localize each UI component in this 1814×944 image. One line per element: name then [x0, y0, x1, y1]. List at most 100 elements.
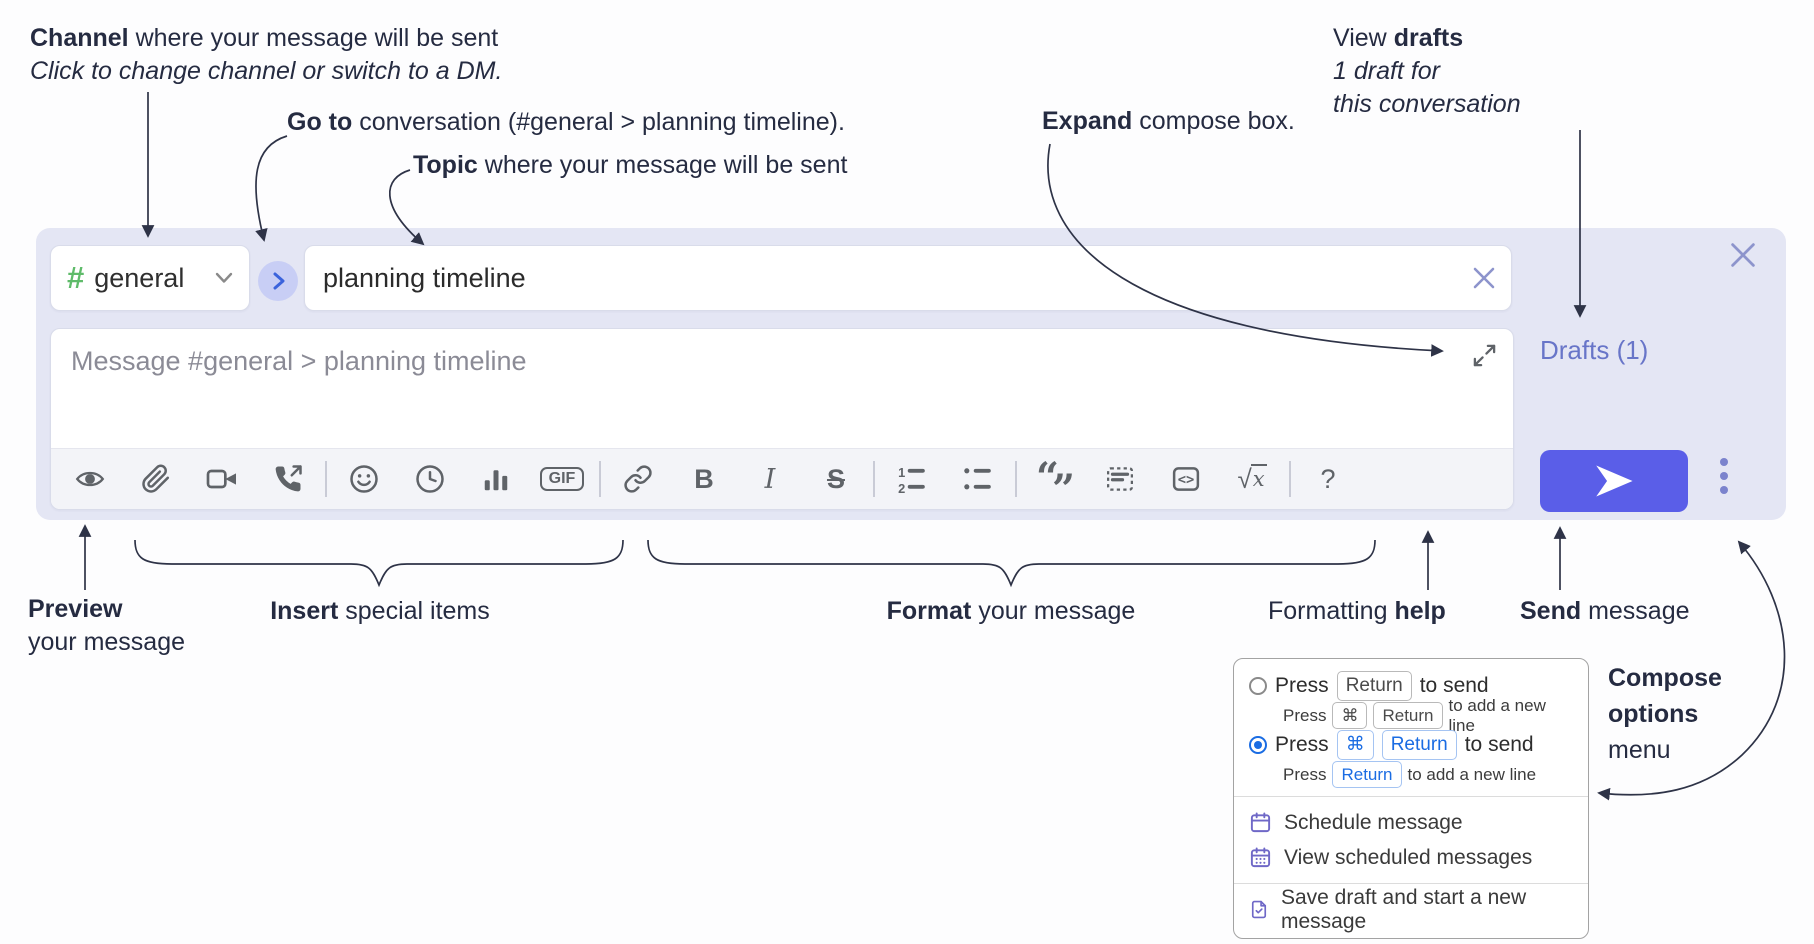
menu-divider	[1234, 796, 1588, 797]
dot	[1720, 486, 1728, 494]
annotation-topic: Topic where your message will be sent	[413, 151, 848, 179]
svg-text:<>: <>	[1178, 472, 1195, 488]
annotation-view-drafts: View drafts 1 draft for this conversatio…	[1333, 24, 1521, 118]
cmd-enter-sends-option[interactable]: Press ⌘ Return to send	[1249, 729, 1573, 761]
eye-icon	[75, 471, 105, 487]
link-icon	[624, 465, 652, 493]
expand-compose-button[interactable]	[1472, 343, 1497, 368]
annotation-preview: Preview your message	[28, 595, 186, 656]
cmd-key: ⌘	[1332, 702, 1368, 729]
add-gif-button[interactable]: GIF	[529, 456, 595, 502]
close-icon	[1731, 243, 1755, 267]
video-camera-icon	[206, 469, 236, 489]
bulleted-list-icon	[964, 468, 991, 490]
annotation-expand: Expand compose box.	[1042, 107, 1295, 135]
enter-sends-option[interactable]: Press Return to send	[1249, 670, 1573, 702]
compose-options-popup: Press Return to send Press ⌘ Return to a…	[1233, 658, 1589, 939]
video-call-button[interactable]	[189, 456, 255, 502]
math-sqrt-icon: √x	[1237, 463, 1267, 494]
smiley-icon	[350, 465, 378, 493]
schedule-message-item[interactable]: Schedule message	[1249, 805, 1573, 840]
paperclip-icon	[142, 464, 170, 493]
clock-icon	[416, 465, 444, 493]
add-emoji-button[interactable]	[331, 456, 397, 502]
drafts-link[interactable]: Drafts (1)	[1540, 335, 1649, 365]
radio-selected-icon[interactable]	[1249, 736, 1267, 754]
code-button[interactable]: <>	[1153, 456, 1219, 502]
channel-name: general	[94, 262, 185, 293]
numbered-list-icon: 1 2	[898, 465, 925, 495]
compose-toolbar: GIF B I S	[51, 448, 1513, 509]
expand-icon	[1473, 344, 1496, 367]
annotation-formatting-help: Formatting help	[1268, 597, 1446, 625]
attach-file-button[interactable]	[123, 456, 189, 502]
bar-chart-icon	[484, 470, 508, 491]
topic-value: planning timeline	[323, 262, 526, 293]
svg-text:1: 1	[898, 465, 905, 480]
strikethrough-icon: S	[826, 463, 845, 494]
svg-text:2: 2	[898, 481, 905, 495]
compose-box: # general planning timeline Message #gen…	[36, 228, 1786, 520]
bulleted-list-button[interactable]	[945, 456, 1011, 502]
toolbar-divider	[873, 461, 875, 497]
formatting-help-button[interactable]: ?	[1295, 456, 1361, 502]
view-scheduled-messages-item[interactable]: View scheduled messages	[1249, 840, 1573, 875]
dot	[1720, 458, 1728, 466]
quote-button[interactable]: “ ”	[1021, 454, 1087, 510]
bold-icon: B	[694, 463, 714, 494]
preview-button[interactable]	[57, 456, 123, 502]
code-icon: <>	[1172, 467, 1200, 491]
quote-icon: “ ”	[1036, 454, 1076, 510]
channel-selector[interactable]: # general	[50, 245, 250, 311]
toolbar-divider	[599, 461, 601, 497]
go-to-conversation-button[interactable]	[258, 261, 298, 301]
close-compose-button[interactable]	[1728, 240, 1758, 270]
bold-button[interactable]: B	[671, 456, 737, 502]
radio-unselected-icon[interactable]	[1249, 677, 1267, 695]
annotation-send: Send message	[1520, 597, 1690, 625]
chevron-right-icon	[273, 272, 285, 290]
toolbar-divider	[1289, 461, 1291, 497]
send-button[interactable]	[1540, 450, 1688, 512]
return-key: Return	[1381, 730, 1457, 760]
question-mark-icon: ?	[1320, 463, 1336, 494]
math-button[interactable]: √x	[1219, 456, 1285, 502]
menu-divider	[1234, 883, 1588, 884]
numbered-list-button[interactable]: 1 2	[879, 456, 945, 502]
italic-button[interactable]: I	[737, 456, 803, 502]
strikethrough-button[interactable]: S	[803, 456, 869, 502]
add-global-time-button[interactable]	[397, 456, 463, 502]
save-draft-new-message-item[interactable]: Save draft and start a new message	[1249, 886, 1573, 933]
send-plane-icon	[1596, 465, 1633, 497]
spoiler-button[interactable]	[1087, 456, 1153, 502]
dot	[1720, 472, 1728, 480]
annotation-compose-options: Compose options menu	[1608, 664, 1722, 764]
calendar-icon	[1250, 812, 1271, 833]
compose-options-menu-button[interactable]	[1714, 458, 1734, 494]
return-key: Return	[1332, 761, 1402, 788]
annotation-channel: Channel where your message will be sent …	[30, 24, 503, 85]
enter-sends-option-hint: Press ⌘ Return to add a new line	[1283, 695, 1546, 735]
message-input[interactable]: Message #general > planning timeline	[51, 329, 1513, 448]
clear-topic-button[interactable]	[1471, 265, 1497, 291]
return-key: Return	[1373, 702, 1443, 729]
close-icon	[1473, 267, 1495, 289]
annotation-go-to: Go to conversation (#general > planning …	[287, 108, 845, 136]
voice-call-button[interactable]	[255, 456, 321, 502]
topic-input[interactable]: planning timeline	[304, 245, 1512, 311]
connector-go-to	[255, 135, 288, 242]
add-poll-button[interactable]	[463, 456, 529, 502]
message-compose-area: Message #general > planning timeline	[50, 328, 1514, 510]
cmd-key: ⌘	[1336, 730, 1374, 760]
italic-icon: I	[764, 463, 776, 495]
gif-icon: GIF	[539, 467, 585, 491]
insert-link-button[interactable]	[605, 456, 671, 502]
annotation-insert: Insert special items	[270, 597, 490, 625]
brace-format-group	[647, 539, 1376, 588]
toolbar-divider	[1015, 461, 1017, 497]
chevron-down-icon	[215, 272, 233, 283]
annotation-format: Format your message	[886, 597, 1136, 625]
brace-insert-group	[134, 539, 624, 588]
message-placeholder: Message #general > planning timeline	[71, 346, 527, 376]
